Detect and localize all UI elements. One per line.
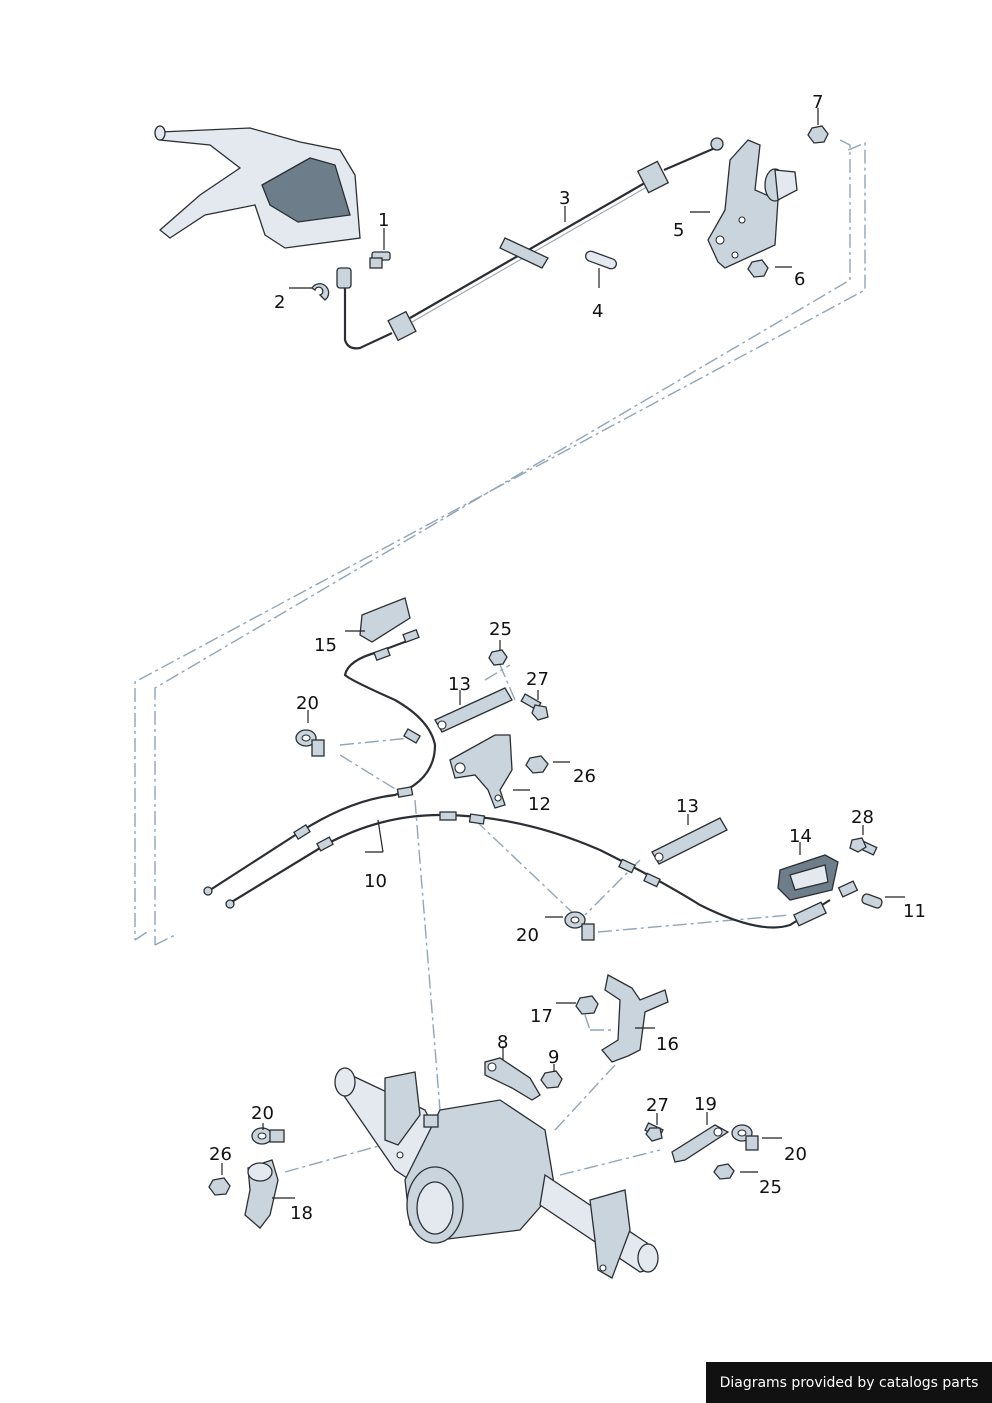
callout-26-lower: 26 <box>209 1144 232 1165</box>
rear-cables-part-10 <box>203 629 859 929</box>
bracket-part-15 <box>359 597 411 643</box>
nut-part-25-lower <box>713 1163 735 1180</box>
callout-12: 12 <box>528 794 551 815</box>
strip-part-13-upper <box>434 687 513 733</box>
callout-18: 18 <box>290 1203 313 1224</box>
callout-26-upper: 26 <box>573 766 596 787</box>
catalog-credit-banner: Diagrams provided by catalogs parts <box>706 1362 992 1403</box>
callout-1: 1 <box>378 210 389 231</box>
callout-3: 3 <box>559 188 570 209</box>
nut-part-7 <box>807 125 829 144</box>
callout-20-b: 20 <box>516 925 539 946</box>
bracket-part-8 <box>484 1057 541 1101</box>
nut-part-6 <box>747 259 769 278</box>
clip-part-20-a <box>295 729 325 757</box>
strip-part-13-lower <box>651 817 728 865</box>
callout-19: 19 <box>694 1094 717 1115</box>
callout-5: 5 <box>673 220 684 241</box>
callout-6: 6 <box>794 269 805 290</box>
callout-7: 7 <box>812 92 823 113</box>
handbrake-lever <box>154 125 361 249</box>
nut-part-26-lower <box>208 1177 231 1196</box>
callout-27-lower: 27 <box>646 1095 669 1116</box>
callout-28: 28 <box>851 807 874 828</box>
clip-part-20-c <box>251 1127 285 1145</box>
bolt-part-28 <box>849 837 878 856</box>
callout-15: 15 <box>314 635 337 656</box>
nut-part-17 <box>575 995 599 1015</box>
bolt-part-27-lower <box>644 1122 664 1142</box>
bolt-part-1 <box>369 251 391 269</box>
clip-part-20-d <box>731 1124 759 1151</box>
callout-27-upper: 27 <box>526 669 549 690</box>
nut-part-9 <box>540 1070 563 1089</box>
callout-20-d: 20 <box>784 1144 807 1165</box>
callout-25-lower: 25 <box>759 1177 782 1198</box>
bracket-part-12 <box>449 734 513 809</box>
callout-8: 8 <box>497 1032 508 1053</box>
callout-13-lower: 13 <box>676 796 699 817</box>
bracket-part-16 <box>601 974 669 1063</box>
callout-11: 11 <box>903 901 926 922</box>
centerlines <box>134 139 866 1176</box>
clip-part-20-b <box>564 911 595 941</box>
front-cable-part-3 <box>336 137 724 350</box>
callout-labels: 1 2 3 4 5 6 7 8 9 10 11 12 13 13 14 15 1… <box>209 92 926 1224</box>
callout-16: 16 <box>656 1034 679 1055</box>
rear-axle-assembly <box>334 1067 659 1279</box>
bolt-part-27-upper <box>520 693 549 721</box>
callout-10: 10 <box>364 871 387 892</box>
callout-25-upper: 25 <box>489 619 512 640</box>
callout-20-c: 20 <box>251 1103 274 1124</box>
equalizer-bracket-part-5 <box>707 139 798 269</box>
leader-lines <box>221 108 905 1199</box>
nut-part-25-upper <box>488 649 508 666</box>
callout-13-upper: 13 <box>448 674 471 695</box>
pin-part-11 <box>861 893 883 909</box>
nut-part-26-upper <box>525 755 549 774</box>
clip-part-2 <box>311 283 330 301</box>
callout-4: 4 <box>592 301 603 322</box>
callout-17: 17 <box>530 1006 553 1027</box>
bracket-part-19 <box>671 1124 730 1163</box>
grommet-part-4 <box>585 250 617 270</box>
callout-14: 14 <box>789 826 812 847</box>
callout-20-a: 20 <box>296 693 319 714</box>
callout-2: 2 <box>274 292 285 313</box>
callout-9: 9 <box>548 1047 559 1068</box>
